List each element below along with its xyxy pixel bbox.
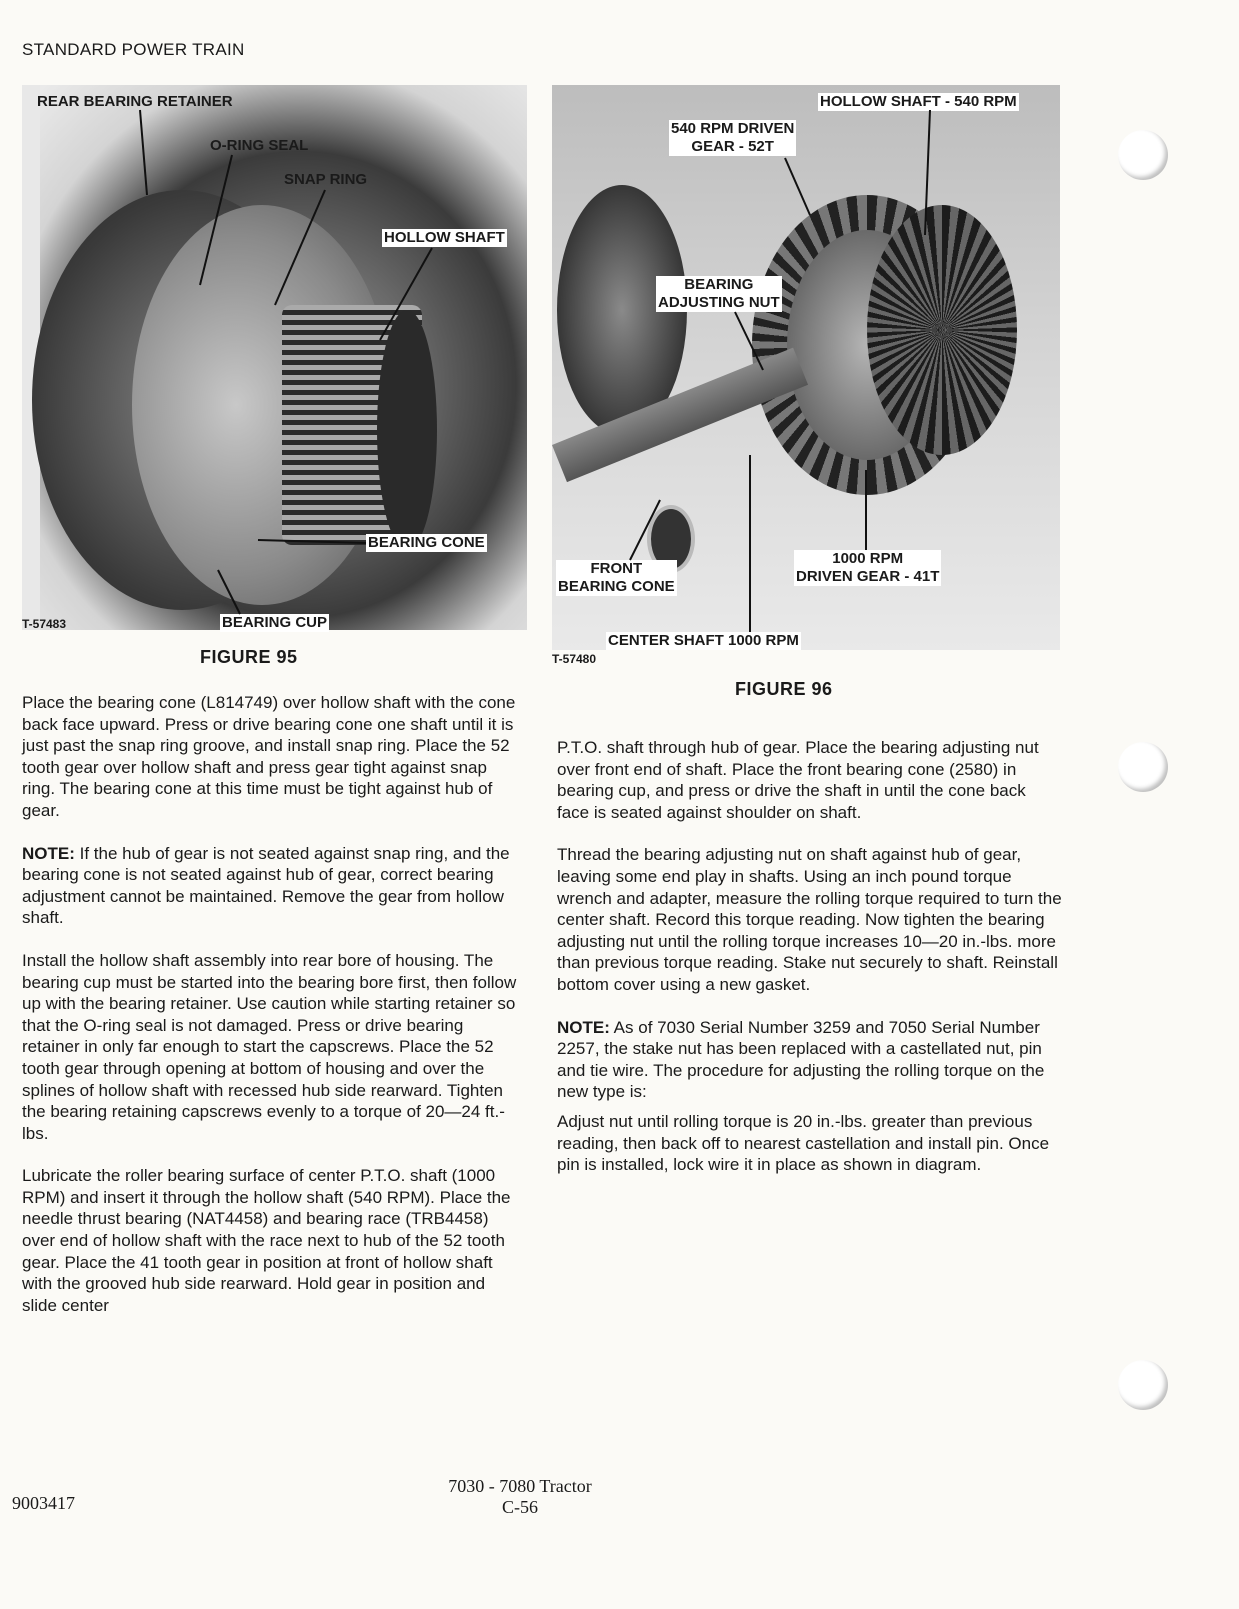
label-hollow-shaft-540: HOLLOW SHAFT - 540 RPM [818, 93, 1019, 111]
paragraph: Lubricate the roller bearing surface of … [22, 1166, 511, 1315]
note-text: As of 7030 Serial Number 3259 and 7050 S… [557, 1017, 1045, 1102]
label-o-ring-seal: O-RING SEAL [210, 137, 309, 154]
paragraph: Install the hollow shaft assembly into r… [22, 950, 517, 1143]
figure-95-caption: FIGURE 95 [200, 647, 298, 667]
label-line: BEARING CONE [558, 578, 675, 595]
note-text: If the hub of gear is not seated against… [22, 843, 510, 928]
label-line: FRONT [590, 560, 643, 577]
label-line: GEAR - 52T [691, 138, 774, 155]
note-label: NOTE: [22, 843, 75, 863]
page-number: C-56 [502, 1497, 538, 1517]
label-line: BEARING [684, 276, 754, 293]
label-center-shaft: CENTER SHAFT 1000 RPM [606, 632, 801, 650]
figure-96-caption: FIGURE 96 [735, 679, 833, 699]
figure-96-code: T-57480 [552, 652, 597, 666]
part-number: 9003417 [12, 1493, 75, 1513]
label-rear-bearing-retainer: REAR BEARING RETAINER [37, 93, 233, 110]
callout-arrows [139, 109, 931, 632]
label-line: 1000 RPM [832, 550, 904, 567]
label-snap-ring: SNAP RING [284, 171, 368, 188]
footer-title: 7030 - 7080 Tractor C-56 [420, 1476, 620, 1518]
label-bearing-cone: BEARING CONE [366, 534, 487, 552]
note-paragraph: NOTE: If the hub of gear is not seated a… [22, 843, 522, 929]
label-line: ADJUSTING NUT [658, 294, 780, 311]
label-line: DRIVEN GEAR - 41T [796, 568, 940, 585]
left-column: Place the bearing cone (L814749) over ho… [22, 692, 522, 1337]
paragraph: P.T.O. shaft through hub of gear. Place … [557, 738, 1039, 822]
right-column: P.T.O. shaft through hub of gear. Place … [557, 737, 1062, 1197]
punch-hole [1118, 742, 1168, 792]
figure-96-photo [552, 85, 1060, 650]
punch-hole [1118, 1360, 1168, 1410]
paragraph: Thread the bearing adjusting nut on shaf… [557, 845, 1062, 994]
section-header: STANDARD POWER TRAIN [22, 40, 245, 59]
note-paragraph: NOTE: As of 7030 Serial Number 3259 and … [557, 1017, 1062, 1103]
punch-hole [1118, 130, 1168, 180]
note-label: NOTE: [557, 1017, 610, 1037]
paragraph: Place the bearing cone (L814749) over ho… [22, 693, 516, 820]
footer-model: 7030 - 7080 Tractor [448, 1476, 592, 1496]
label-bearing-cup: BEARING CUP [220, 614, 330, 632]
label-line: 540 RPM DRIVEN [671, 120, 795, 137]
figure-95-code: T-57483 [22, 617, 67, 631]
paragraph: Adjust nut until rolling torque is 20 in… [557, 1111, 1050, 1175]
label-hollow-shaft: HOLLOW SHAFT [382, 229, 507, 247]
